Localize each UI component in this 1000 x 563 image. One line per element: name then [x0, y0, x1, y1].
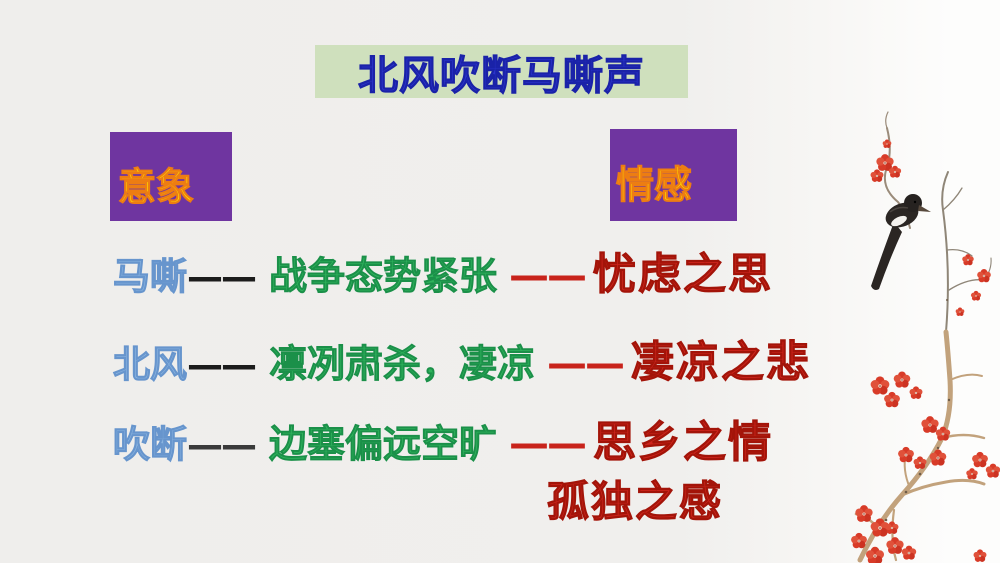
connector-dash-red: ——	[509, 421, 587, 467]
magpie-bird-icon	[871, 194, 931, 290]
emotion-label: 忧虑之思	[593, 250, 774, 301]
image-term: 北风	[113, 343, 188, 387]
imagery-meaning: 战争态势紧张	[269, 254, 498, 299]
branch-speckles	[884, 299, 951, 522]
emotion-label: 思乡之情	[593, 418, 774, 469]
imagery-header-box: 意象	[110, 132, 232, 221]
connector-dash-red: ——	[547, 341, 625, 387]
connector-dash: ——	[187, 345, 257, 386]
mapping-row: 马嘶 —— 战争态势紧张 —— 忧虑之思	[113, 240, 773, 302]
emotion-label: 凄凉之悲	[631, 338, 812, 389]
emotion-header: 情感	[615, 163, 693, 208]
mapping-row: 吹断 —— 边塞偏远空旷 —— 思乡之情	[113, 408, 773, 470]
connector-dash-red: ——	[509, 253, 587, 299]
connector-dash: ——	[187, 257, 257, 298]
imagery-meaning: 边塞偏远空旷	[269, 422, 498, 467]
plum-blossom-bird-art	[851, 111, 1000, 563]
extra-emotion-label: 孤独之感	[546, 477, 724, 527]
right-twigs	[941, 171, 992, 333]
image-term: 马嘶	[113, 255, 188, 299]
blossom-cluster-mid	[955, 254, 991, 316]
emotion-header-box: 情感	[610, 129, 737, 221]
image-term: 吹断	[113, 423, 188, 467]
imagery-meaning: 凛冽肃杀，凄凉	[269, 342, 536, 387]
slide-title: 北风吹断马嘶声	[358, 52, 645, 99]
imagery-header: 意象	[117, 165, 195, 210]
mapping-row: 北风 —— 凛冽肃杀，凄凉 —— 凄凉之悲	[113, 328, 811, 390]
slide-title-box: 北风吹断马嘶声	[315, 45, 688, 99]
blossom-cluster-center	[870, 371, 951, 469]
blossom-cluster-right	[966, 451, 1000, 480]
connector-dash: ——	[187, 425, 257, 466]
plum-blossom-painting	[850, 0, 1000, 563]
